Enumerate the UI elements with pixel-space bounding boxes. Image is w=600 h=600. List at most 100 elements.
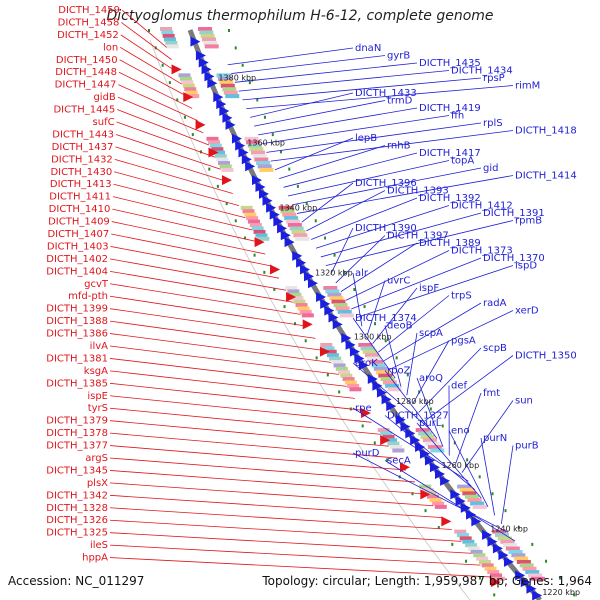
reverse-gene-arrow [280,230,291,241]
gene-tile [373,366,388,371]
gene-tile [198,27,212,31]
gene-tile [244,136,259,141]
tick-mark [253,253,256,257]
gene-tile [378,373,393,378]
gene-label-left: DICTH_1326 [46,515,108,526]
gene-tile [382,380,397,385]
label-connector [109,258,287,291]
label-connector [352,452,509,533]
tick-mark [244,236,247,240]
tick-mark [559,576,562,580]
gene-tile [178,73,191,78]
reverse-gene-arrow [225,119,236,130]
label-connector [109,382,364,411]
gene-tile [528,573,543,578]
reverse-gene-arrow [320,298,331,309]
gene-tile [340,373,353,378]
gene-label-left: DICTH_1445 [53,105,115,116]
gene-tile [339,313,354,318]
gene-tile [259,167,274,172]
tick-mark [437,526,440,530]
gene-tile [484,566,497,571]
reverse-gene-arrow [395,414,406,425]
reverse-gene-arrow [277,223,288,234]
gene-label-left: ksgA [84,366,108,377]
reverse-gene-arrow [273,216,284,227]
reverse-gene-arrow [316,291,327,302]
reverse-gene-arrow [532,590,543,600]
forward-gene-arrow [221,175,232,186]
forward-gene-arrow [286,291,297,302]
reverse-gene-arrow [471,516,482,527]
gene-label-right: rpoZ [387,366,411,377]
gene-tile [525,570,540,575]
gene-label-right: pgsA [451,336,476,347]
gene-tile [426,494,439,499]
gene-tile [329,356,342,361]
gene-tile [209,143,222,148]
gene-tile [182,83,195,88]
gene-tile [384,438,397,443]
gene-tile [244,212,257,217]
label-connector [109,345,339,375]
gene-tile [508,549,523,554]
label-connector [266,122,482,153]
gene-label-left: gcvT [84,279,109,290]
gene-label-right: lepB [355,133,377,144]
reverse-gene-arrow [231,133,242,144]
label-connector [297,175,514,214]
gene-tile [256,161,271,166]
label-connector [119,59,188,97]
tick-mark [429,407,432,411]
gene-tile [214,154,227,159]
gene-label-left: plsX [87,478,108,489]
gene-label-right: deoB [387,321,413,332]
gene-tile [369,360,384,365]
gene-label-right: DICTH_1414 [515,171,577,182]
label-connector [301,182,354,223]
tick-mark [315,356,318,360]
accession-label: Accession: NC_011297 [8,574,145,588]
gene-tile [246,140,261,145]
tick-mark [216,184,219,188]
label-connector [114,158,233,194]
label-connector [119,46,182,85]
gene-tile [221,167,234,172]
gene-tile [287,223,302,228]
label-connector [315,205,450,249]
tick-mark [161,63,164,67]
gene-label-left: DICTH_1399 [46,304,108,315]
label-connector [227,47,354,66]
gene-tile [324,349,337,354]
label-connector [109,370,355,399]
gene-tile [327,292,342,297]
gene-tile [202,37,217,42]
gene-tile [331,360,344,365]
gene-tile [387,441,400,446]
tick-mark [333,253,336,257]
label-connector [231,55,386,74]
reverse-gene-arrow [190,36,201,47]
reverse-gene-arrow [487,536,498,547]
gene-label-right: dnaN [355,43,381,54]
forward-gene-arrow [302,319,313,330]
tick-mark [324,236,327,240]
gene-tile [432,501,445,506]
gene-tile [364,353,379,358]
reverse-gene-arrow [526,583,537,594]
gene-tile [240,205,253,210]
label-connector [114,171,240,207]
kbp-marker: 1240 kbp [490,525,528,534]
reverse-gene-arrow [358,360,369,371]
gene-label-left: DICTH_1450 [56,55,118,66]
reverse-gene-arrow [204,71,215,82]
label-connector [109,532,471,554]
tick-mark [208,167,211,171]
gene-tile [434,504,447,509]
tick-mark [283,305,286,309]
label-connector [115,134,221,170]
gene-tile [505,546,520,551]
reverse-gene-arrow [498,550,509,561]
gene-tile [335,366,348,371]
